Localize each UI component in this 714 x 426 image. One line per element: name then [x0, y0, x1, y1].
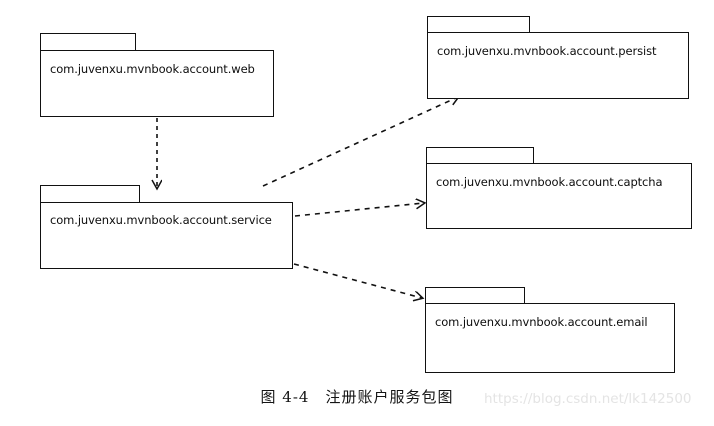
package-body: [40, 50, 274, 117]
package-label: com.juvenxu.mvnbook.account.service: [50, 213, 272, 227]
package-label: com.juvenxu.mvnbook.account.persist: [437, 44, 657, 58]
watermark-text: https://blog.csdn.net/lk142500: [484, 391, 692, 407]
package-tab: [426, 147, 534, 164]
package-label: com.juvenxu.mvnbook.account.web: [50, 62, 255, 76]
package-tab: [40, 185, 140, 203]
dependency-service-to-email: [293, 263, 422, 298]
package-body: [40, 202, 293, 269]
package-body: [427, 32, 689, 99]
package-label: com.juvenxu.mvnbook.account.captcha: [436, 175, 663, 189]
package-tab: [40, 33, 136, 51]
package-tab: [425, 287, 525, 304]
dependency-service-to-captcha: [294, 203, 424, 217]
package-body: [425, 303, 675, 373]
package-body: [426, 163, 692, 229]
package-tab: [427, 16, 530, 33]
package-label: com.juvenxu.mvnbook.account.email: [435, 315, 648, 329]
figure-caption: 图 4-4 注册账户服务包图: [260, 388, 454, 406]
